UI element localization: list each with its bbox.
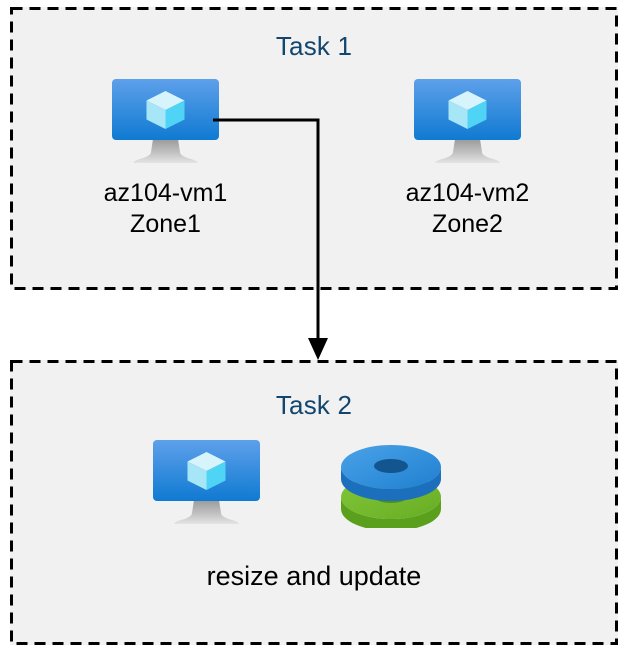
- task-2-caption: resize and update: [206, 561, 422, 591]
- task-2-container[interactable]: Task 2: [10, 360, 618, 645]
- virtual-machine-icon: [153, 440, 260, 526]
- down-arrow-icon: [308, 338, 328, 360]
- node-task2-vm[interactable]: [153, 440, 260, 531]
- node-label-az104-vm2: az104-vm2 Zone2: [405, 179, 530, 238]
- node-az104-vm1[interactable]: az104-vm1 Zone1: [58, 79, 273, 240]
- virtual-machine-icon: [112, 79, 219, 165]
- task-1-container[interactable]: Task 1: [10, 7, 618, 290]
- task-2-title: Task 2: [275, 390, 353, 420]
- virtual-machine-icon: [414, 79, 521, 165]
- task-1-title: Task 1: [275, 31, 353, 61]
- node-label-az104-vm1: az104-vm1 Zone1: [103, 179, 228, 238]
- node-az104-vm2[interactable]: az104-vm2 Zone2: [360, 79, 575, 240]
- node-task2-disks[interactable]: [338, 445, 444, 533]
- managed-disks-icon: [338, 445, 444, 528]
